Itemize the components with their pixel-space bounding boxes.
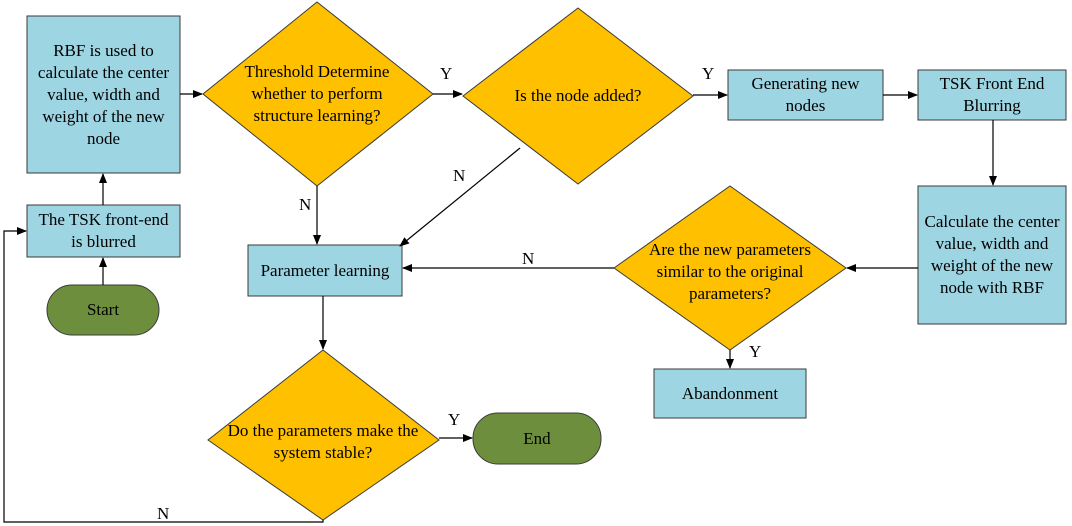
threshold-label: Threshold Determine whether to perform s… xyxy=(244,62,390,125)
generate-nodes-label: Generating new nodes xyxy=(751,74,860,115)
arrow-added-to-param xyxy=(399,147,521,247)
system-stable-label: Do the parameters make the system stable… xyxy=(227,421,419,462)
similar-no-label: N xyxy=(522,249,535,268)
params-similar-label: Are the new parameters similar to the or… xyxy=(649,240,811,303)
tsk-blurred-label: The TSK front-end is blurred xyxy=(38,210,169,251)
param-learning-box xyxy=(247,244,403,297)
generate-nodes-box xyxy=(727,69,884,121)
similar-yes-label: Y xyxy=(749,342,762,361)
threshold-no-label: N xyxy=(299,195,312,214)
end-terminal xyxy=(472,412,602,465)
rbf-calc-box xyxy=(26,15,181,174)
tsk-front-blurring-box xyxy=(917,69,1067,121)
stable-yes-label: Y xyxy=(448,410,461,429)
tsk-front-blurring-label: TSK Front End Blurring xyxy=(939,74,1045,115)
tsk-blurred-box xyxy=(26,204,181,258)
added-yes-label: Y xyxy=(702,64,715,83)
abandonment-label: Abandonment xyxy=(681,383,779,403)
threshold-yes-label: Y xyxy=(440,64,453,83)
node-added-label: Is the node added? xyxy=(514,86,642,105)
end-label: End xyxy=(523,428,551,448)
abandonment-box xyxy=(653,368,807,419)
stable-no-label: N xyxy=(157,504,170,523)
node-added-diamond xyxy=(462,7,694,185)
calc-rbf-label: Calculate the center value, width and we… xyxy=(924,212,1060,297)
start-label: Start xyxy=(86,300,120,319)
rbf-calc-label: RBF is used to calculate the center valu… xyxy=(37,40,170,148)
param-learning-label: Parameter learning xyxy=(260,260,390,280)
added-no-label: N xyxy=(453,166,466,185)
calc-rbf-box xyxy=(917,185,1067,325)
arrow-stable-loop-to-blurred xyxy=(3,227,324,523)
